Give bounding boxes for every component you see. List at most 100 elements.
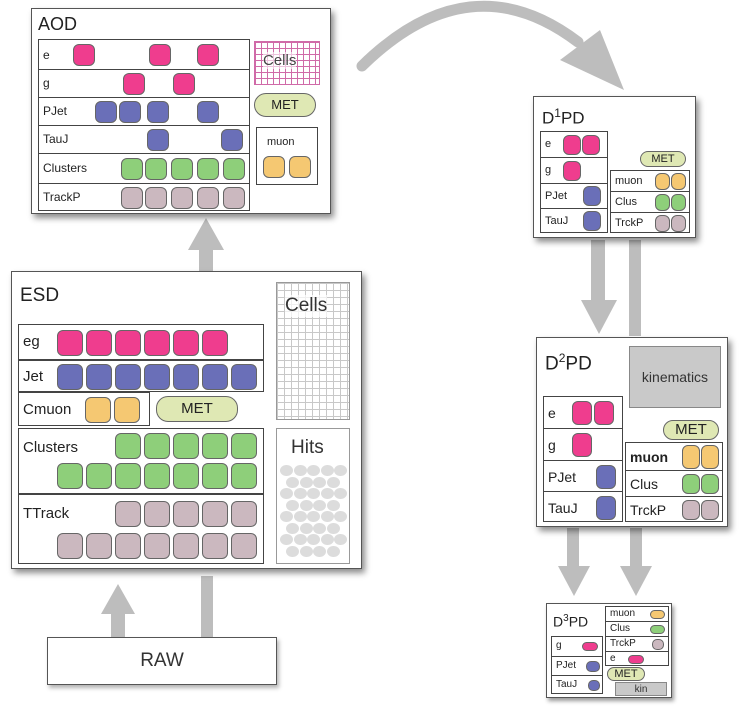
aod-title: AOD: [38, 14, 78, 34]
hit-dot: [334, 488, 347, 499]
d2pd-panel: D2PD kinematics e g PJet TauJ MET: [536, 337, 728, 527]
jet-object: [173, 364, 199, 390]
arrow-d1-to-d2-head: [581, 300, 617, 334]
track-object: [145, 187, 167, 209]
aod-row-trackp: TrackP: [39, 184, 249, 212]
d2pd-row-pjet: PJet: [544, 461, 622, 492]
aod-row-clusters: Clusters: [39, 154, 249, 184]
d3pd-title: D3PD: [553, 614, 588, 629]
d3pd-row-g: g: [552, 637, 602, 657]
photon-object: [563, 161, 581, 181]
track-object: [652, 639, 664, 650]
hit-dot: [307, 488, 320, 499]
d1pd-label-pjet: PJet: [545, 190, 568, 202]
aod-muon-label: muon: [267, 136, 295, 148]
cluster-object: [202, 433, 228, 459]
cluster-object: [144, 463, 170, 489]
cluster-object: [173, 463, 199, 489]
cluster-object: [86, 463, 112, 489]
track-object: [655, 215, 670, 232]
tau-jet-object: [221, 129, 243, 151]
d3pd-label-clus: Clus: [610, 623, 631, 634]
arrow-esd-to-aod-shaft: [199, 246, 213, 274]
esd-label-ttrack: TTrack: [23, 505, 70, 522]
cluster-object: [650, 625, 665, 634]
egamma-object: [173, 330, 199, 356]
cluster-object: [57, 463, 83, 489]
hit-dot: [286, 522, 299, 534]
muon-object: [682, 445, 700, 469]
arrow-d1-back-shaft: [629, 240, 641, 336]
arrow-d2-to-d3-right-head: [620, 566, 652, 596]
tau-jet-object: [583, 211, 601, 231]
hit-dot: [280, 534, 293, 545]
electron-object: [594, 401, 614, 425]
arrow-d2-to-d3-left-shaft: [567, 528, 579, 568]
d1pd-row-g: g: [541, 158, 607, 184]
track-object: [701, 500, 719, 520]
hit-dot: [313, 522, 326, 534]
track-object: [86, 533, 112, 559]
arrow-raw-back-shaft: [201, 576, 213, 638]
jet-object: [596, 465, 616, 489]
electron-object: [149, 44, 171, 66]
aod-label-pjet: PJet: [43, 104, 68, 118]
cluster-object: [223, 158, 245, 180]
jet-object: [231, 364, 257, 390]
jet-object: [115, 364, 141, 390]
esd-hits-box: Hits: [276, 428, 350, 564]
d3pd-label-muon: muon: [610, 608, 636, 619]
esd-cells-label: Cells: [285, 295, 328, 317]
tau-jet-object: [147, 129, 169, 151]
track-object: [223, 187, 245, 209]
arrow-raw-to-esd-shaft: [111, 612, 125, 644]
egamma-object: [202, 330, 228, 356]
d3pd-label-pjet: PJet: [556, 660, 577, 671]
cluster-object: [173, 433, 199, 459]
track-object: [171, 187, 193, 209]
arrow-d1-to-d2-shaft: [591, 240, 605, 302]
cluster-object: [115, 433, 141, 459]
photon-object: [123, 73, 145, 95]
d2pd-right-table: muon Clus TrckP: [625, 442, 723, 522]
d1pd-title-sup: 1: [554, 106, 561, 120]
hit-dot: [320, 465, 334, 476]
d1pd-right-table: muon Clus TrckP: [610, 170, 690, 233]
egamma-object: [57, 330, 83, 356]
d2pd-row-tauj: TauJ: [544, 492, 622, 523]
d3pd-panel: D3PD g PJet TauJ muon Clus: [546, 603, 672, 698]
jet-object: [144, 364, 170, 390]
track-object: [57, 533, 83, 559]
hit-dot: [320, 488, 334, 499]
arrow-raw-to-esd-head: [101, 584, 135, 614]
track-object: [115, 533, 141, 559]
hit-dot: [334, 511, 347, 522]
cluster-object: [202, 463, 228, 489]
d1pd-label-tauj: TauJ: [545, 215, 569, 227]
electron-object: [563, 135, 581, 155]
d1pd-panel: D1PD e g PJet TauJ MET muon: [533, 96, 696, 238]
arrow-aod-to-d1-curve: [356, 0, 584, 72]
esd-panel: ESD eg Jet Cmuon: [11, 271, 362, 569]
jet-object: [197, 101, 219, 123]
hit-dot: [286, 476, 299, 488]
d1pd-label-g: g: [545, 164, 552, 176]
track-object: [682, 500, 700, 520]
d2pd-met-badge: MET: [663, 420, 719, 440]
aod-row-g: g: [39, 70, 249, 98]
d3pd-label-e: e: [610, 653, 616, 664]
d1pd-title-rest: PD: [560, 108, 585, 128]
aod-row-tauj: TauJ: [39, 126, 249, 154]
electron-object: [582, 135, 600, 155]
d3pd-left-table: g PJet TauJ: [551, 636, 603, 694]
cluster-object: [197, 158, 219, 180]
d1pd-title-d: D: [542, 108, 555, 128]
d3pd-row-e: e: [606, 652, 668, 667]
cluster-object: [671, 194, 686, 211]
d1pd-met-badge: MET: [640, 151, 686, 167]
hit-dot: [293, 465, 307, 476]
cluster-object: [655, 194, 670, 211]
track-object: [671, 215, 686, 232]
jet-object: [583, 186, 601, 206]
